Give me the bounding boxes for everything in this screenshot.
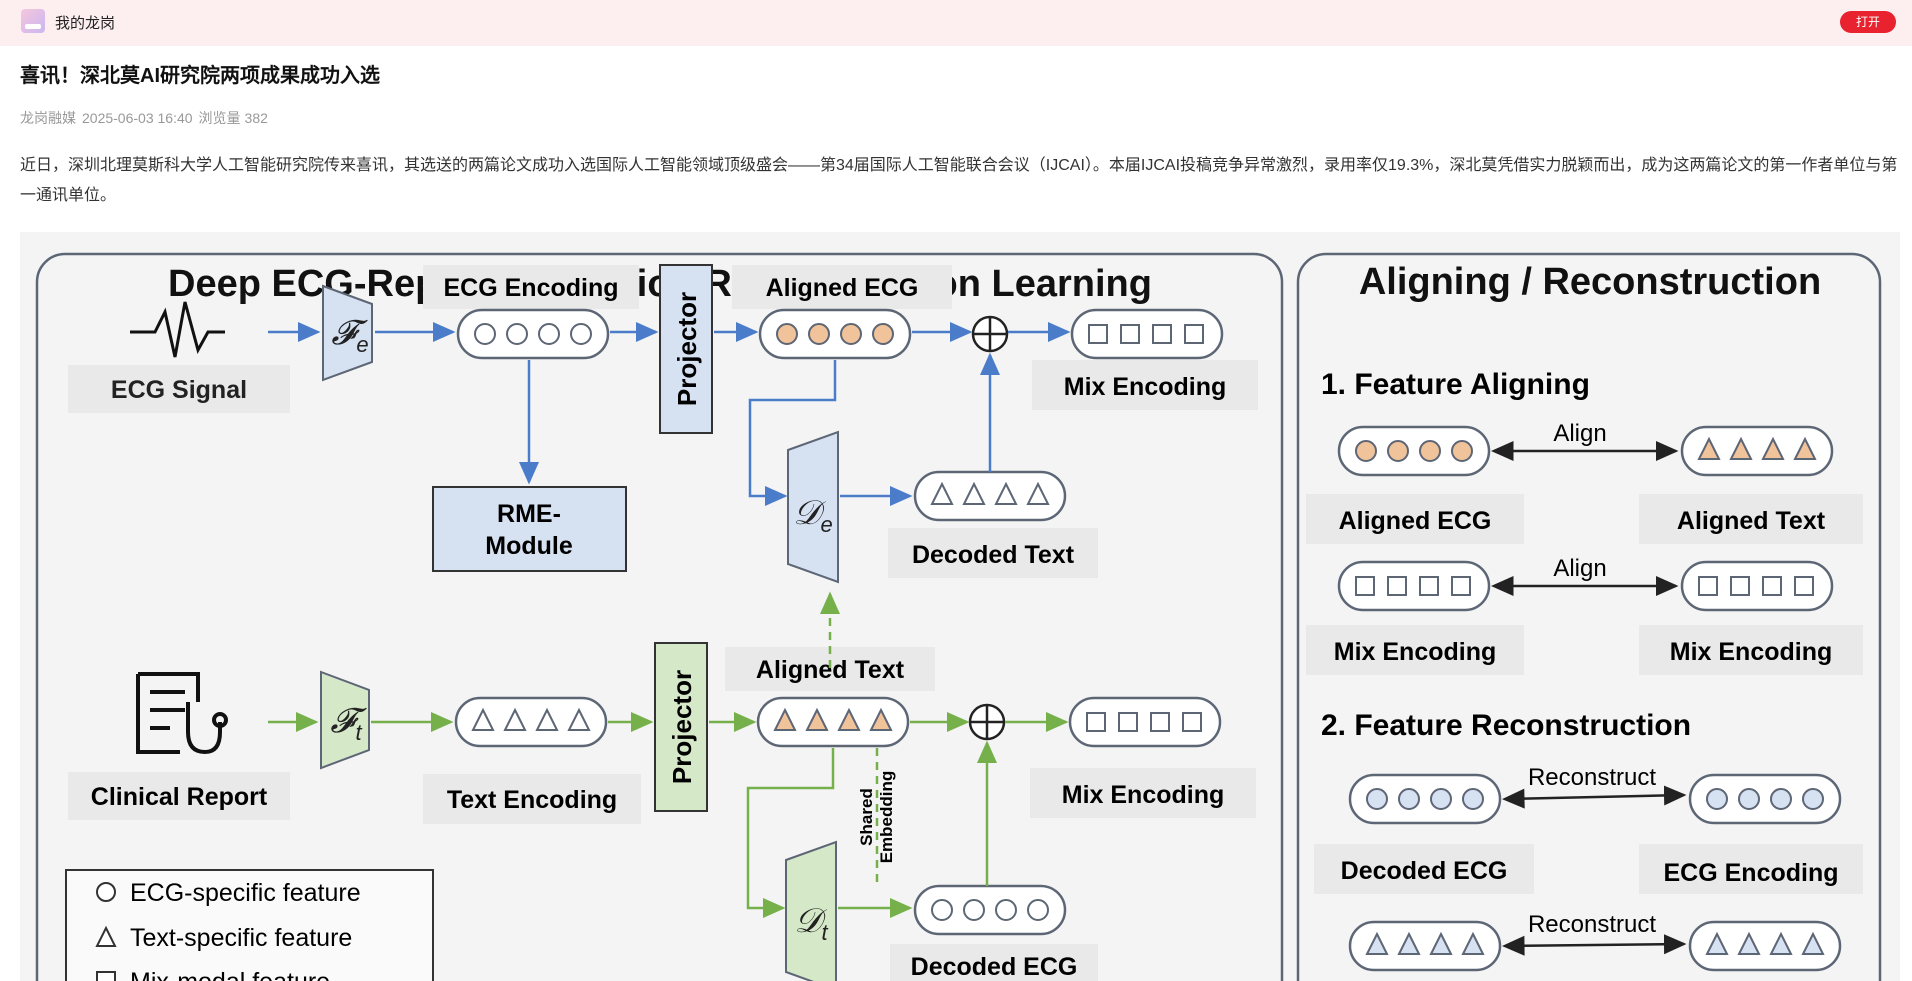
mix-encoding-right-label-1: Mix Encoding: [1334, 638, 1497, 666]
decoded-text-label: Decoded Text: [912, 541, 1075, 569]
ecg-encoding-label: ECG Encoding: [444, 274, 619, 302]
dt-subscript: t: [822, 920, 829, 945]
views-label: 浏览量: [198, 110, 241, 126]
ecg-encoding-capsule: [456, 308, 610, 360]
projector-top: [659, 264, 713, 434]
decoded-ecg-right-label: Decoded ECG: [1341, 857, 1508, 885]
architecture-diagram: Deep ECG-Report Interaction Representati…: [35, 252, 1882, 981]
legend-text: Text-specific feature: [130, 924, 352, 952]
shared-label-1: Shared: [857, 788, 876, 846]
clinical-report-icon: [136, 672, 228, 755]
app-banner: 我的龙岗 打开: [0, 0, 1912, 46]
section-feature-aligning: 1. Feature Aligning: [1321, 368, 1590, 401]
open-app-button[interactable]: 打开: [1840, 11, 1896, 33]
mix-encoding-top: [1070, 308, 1224, 360]
ft-subscript: t: [355, 720, 362, 745]
aligned-text-capsule: [756, 696, 910, 748]
rme-label-2: Module: [485, 532, 573, 560]
rme-label-1: RME-: [497, 500, 561, 528]
ecg-decoder-dt: [785, 840, 837, 981]
projector-bottom: [654, 642, 708, 812]
de-subscript: e: [820, 512, 832, 537]
projector-bottom-label: Projector: [667, 670, 697, 784]
ecg-signal-label: ECG Signal: [111, 376, 247, 404]
mix-encoding-bottom: [1068, 696, 1222, 748]
left-panel: [35, 252, 1284, 981]
text-encoding-label: Text Encoding: [447, 786, 617, 814]
legend-ecg: ECG-specific feature: [130, 879, 361, 907]
rme-module: [432, 486, 627, 572]
article-title: 喜讯！深北莫AI研究院两项成果成功入选: [20, 65, 380, 87]
decoded-ecg-label: Decoded ECG: [911, 953, 1078, 981]
aligned-text-right-label: Aligned Text: [1677, 507, 1826, 535]
right-panel-title: Aligning / Reconstruction: [1359, 261, 1821, 303]
mix-encoding-top-label: Mix Encoding: [1064, 373, 1227, 401]
legend-mix: Mix-modal feature: [130, 968, 330, 981]
reconstruct-label-2: Reconstruct: [1528, 911, 1656, 938]
aligned-ecg-capsule: [758, 308, 912, 360]
fe-subscript: e: [356, 332, 368, 357]
article-source[interactable]: 龙岗融媒: [20, 110, 76, 126]
app-name: 我的龙岗: [55, 15, 116, 32]
aligned-ecg-label: Aligned ECG: [766, 274, 919, 302]
projector-top-label: Projector: [672, 292, 702, 406]
clinical-report-label: Clinical Report: [91, 783, 268, 811]
legend-box: [65, 869, 434, 981]
text-encoder-ft: [320, 670, 370, 770]
decoded-ecg-capsule: [913, 884, 1067, 936]
mix-encoding-bottom-label: Mix Encoding: [1062, 781, 1225, 809]
mix-encoding-right-label-2: Mix Encoding: [1670, 638, 1833, 666]
ecg-encoder-fe: [322, 284, 373, 382]
app-logo-icon: [21, 9, 45, 33]
reconstruct-label-1: Reconstruct: [1528, 764, 1656, 791]
article-paragraph: 近日，深圳北理莫斯科大学人工智能研究院传来喜讯，其选送的两篇论文成功入选国际人工…: [20, 157, 1898, 204]
shared-label-2: Embedding: [877, 771, 896, 864]
aligned-ecg-right-label: Aligned ECG: [1339, 507, 1492, 535]
views-count: 382: [244, 110, 268, 126]
section-feature-reconstruction: 2. Feature Reconstruction: [1321, 709, 1691, 742]
ecg-signal-label-bg: [68, 365, 290, 413]
svg-text:𝓕e: 𝓕e: [331, 314, 368, 357]
article-figure: Deep ECG-Report Interaction Representati…: [20, 232, 1900, 981]
align-label-1: Align: [1553, 420, 1606, 447]
text-encoding-capsule: [454, 696, 608, 748]
text-decoder-de: [787, 430, 839, 584]
ecg-signal-icon: [130, 301, 225, 358]
article-datetime: 2025-06-03 16:40: [82, 110, 193, 126]
ecg-encoding-right-label: ECG Encoding: [1664, 859, 1839, 887]
align-label-2: Align: [1553, 555, 1606, 582]
